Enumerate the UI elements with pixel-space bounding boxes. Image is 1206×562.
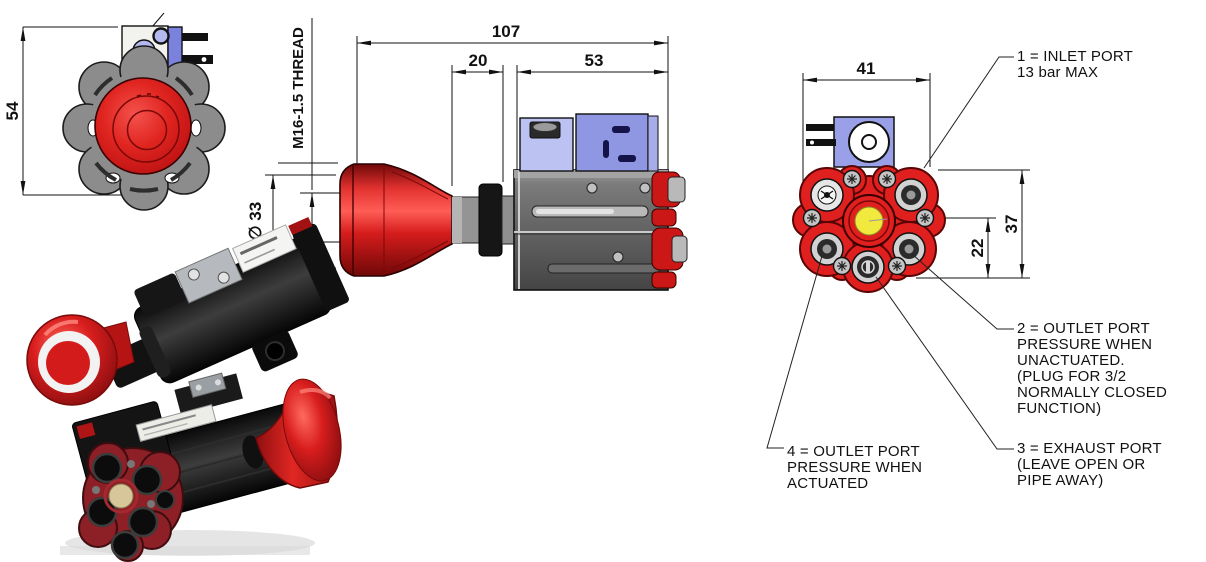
svg-text:PRESSURE WHEN: PRESSURE WHEN — [787, 459, 922, 476]
port-upper-left — [810, 178, 844, 212]
svg-text:NORMALLY CLOSED: NORMALLY CLOSED — [1017, 384, 1167, 401]
screw-slots — [807, 174, 930, 271]
photo-red-band — [288, 216, 313, 236]
side-mushroom-button — [339, 163, 453, 277]
ports-offset-value: 22 — [968, 239, 987, 258]
port-labels: 1 = INLET PORT 13 bar MAX 2 = OUTLET POR… — [787, 48, 1167, 492]
port-lower-right — [892, 232, 926, 266]
rear-dimensions: 41 37 22 — [802, 59, 1030, 279]
product-photo — [26, 216, 349, 562]
svg-text:PRESSURE WHEN: PRESSURE WHEN — [1017, 336, 1152, 353]
front-view: 54 — [3, 12, 226, 211]
svg-text:4 = OUTLET PORT: 4 = OUTLET PORT — [787, 443, 920, 460]
overall-length-value: 107 — [492, 22, 520, 41]
front-emergency-button — [94, 77, 192, 175]
rear-solenoid-connector — [806, 116, 895, 168]
spade-terminal — [806, 124, 834, 131]
port4-label: 4 = OUTLET PORT PRESSURE WHEN ACTUATED — [787, 443, 922, 492]
side-view: 107 20 53 M16-1.5 THREAD ∅ 33 — [246, 18, 688, 291]
svg-text:UNACTUATED.: UNACTUATED. — [1017, 352, 1125, 369]
port2-label: 2 = OUTLET PORT PRESSURE WHEN UNACTUATED… — [1017, 320, 1167, 417]
svg-text:(LEAVE OPEN OR: (LEAVE OPEN OR — [1017, 456, 1145, 473]
ports-height-value: 37 — [1002, 215, 1021, 234]
svg-text:(PLUG FOR 3/2: (PLUG FOR 3/2 — [1017, 368, 1126, 385]
rear-port-face — [792, 165, 946, 293]
rear-width-value: 41 — [857, 59, 876, 78]
body-length-value: 53 — [585, 51, 604, 70]
button-diameter-value: ∅ 33 — [246, 202, 265, 240]
photo-red-button-top — [26, 314, 135, 406]
photo-red-button-bottom — [242, 378, 342, 489]
svg-text:ACTUATED: ACTUATED — [787, 475, 868, 492]
front-height-dimension: 54 — [3, 26, 132, 196]
outlet-port-4 — [810, 232, 844, 266]
side-solenoid-connector — [519, 113, 659, 172]
side-outlet-ports — [651, 171, 688, 289]
spade-terminal — [806, 139, 836, 146]
svg-text:PIPE AWAY): PIPE AWAY) — [1017, 472, 1103, 489]
rear-view: 41 37 22 — [766, 56, 1030, 450]
port3-label: 3 = EXHAUST PORT (LEAVE OPEN OR PIPE AWA… — [1017, 440, 1162, 489]
port1-label: 1 = INLET PORT 13 bar MAX — [1017, 48, 1133, 81]
photo-red-indicator — [76, 422, 96, 440]
photo-port-face-bottom — [78, 442, 184, 562]
photo-metal-bracket — [174, 247, 243, 304]
side-dimensions: 107 20 53 M16-1.5 THREAD ∅ 33 — [246, 18, 669, 269]
thread-label: M16-1.5 THREAD — [290, 27, 307, 149]
side-shaft-and-nut — [451, 183, 516, 257]
svg-text:1 = INLET PORT: 1 = INLET PORT — [1017, 48, 1133, 65]
svg-text:3 = EXHAUST PORT: 3 = EXHAUST PORT — [1017, 440, 1162, 457]
port-leader-lines — [766, 56, 1014, 450]
svg-text:2 = OUTLET PORT: 2 = OUTLET PORT — [1017, 320, 1150, 337]
spade-terminal — [182, 55, 213, 64]
side-valve-body — [513, 169, 669, 291]
face-screws — [802, 169, 935, 276]
photo-valve-top — [104, 216, 349, 388]
exhaust-port-3 — [851, 250, 885, 284]
outlet-port-2 — [894, 178, 928, 212]
spade-terminal — [182, 33, 208, 41]
stroke-value: 20 — [469, 51, 488, 70]
front-height-value: 54 — [3, 101, 22, 120]
svg-text:FUNCTION): FUNCTION) — [1017, 400, 1101, 417]
svg-text:13 bar MAX: 13 bar MAX — [1017, 64, 1098, 81]
photo-inlet-center — [108, 483, 134, 509]
